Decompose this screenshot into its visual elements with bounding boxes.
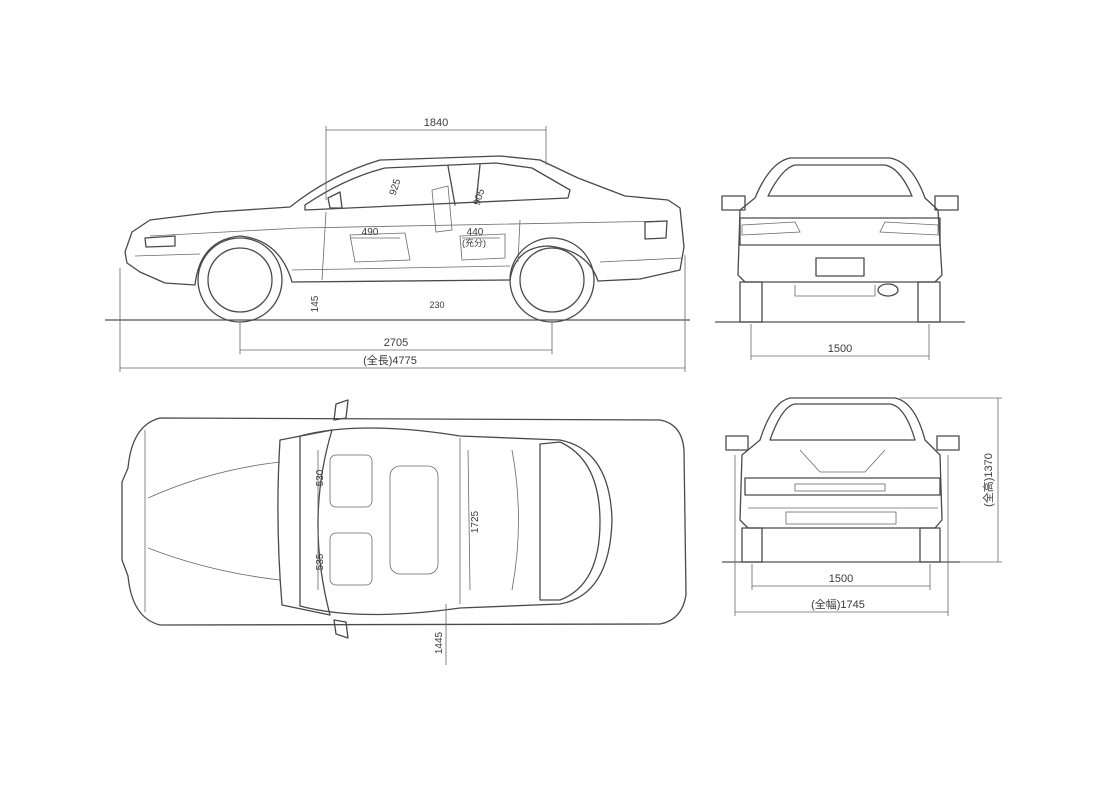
front-left-mirror xyxy=(725,435,749,451)
dim-front-seat-width: 490 xyxy=(362,227,379,238)
rear-left-taillight xyxy=(741,221,801,236)
dim-front-shoulder: 530 xyxy=(315,469,326,486)
side-b-pillar xyxy=(447,165,456,206)
side-front-door-edge xyxy=(321,211,327,281)
top-rear-seat-line xyxy=(511,449,519,591)
dim-rear-track: 1500 xyxy=(828,343,852,355)
rear-right-mirror xyxy=(934,195,959,211)
front-windshield xyxy=(769,403,916,441)
top-hood-line-upper xyxy=(147,461,281,499)
dim-rear-seat-width: 440 xyxy=(467,227,484,238)
top-front-left-seat xyxy=(329,454,373,508)
side-c-pillar xyxy=(475,164,481,204)
dim-front-headroom: 925 xyxy=(388,177,404,197)
front-view: 1500 (全幅)1745 (全高)1370 xyxy=(722,397,1002,616)
front-hood-line xyxy=(799,449,886,473)
front-right-mirror xyxy=(936,435,960,451)
rear-left-mirror xyxy=(721,195,746,211)
top-right-mirror xyxy=(333,619,349,639)
dim-wheelbase: 2705 xyxy=(384,337,408,349)
rear-lamp-panel xyxy=(739,217,941,246)
rear-window xyxy=(767,164,913,197)
rear-right-tire xyxy=(917,281,941,323)
front-body-outline xyxy=(739,397,943,529)
side-front-seat xyxy=(349,232,411,263)
rear-seat-note: (充分) xyxy=(462,237,486,248)
side-front-seatback xyxy=(431,185,453,233)
top-hood-line-lower xyxy=(147,547,281,581)
dim-ground-clearance: 145 xyxy=(310,295,321,312)
top-left-mirror xyxy=(333,399,349,421)
side-rear-seat xyxy=(459,233,506,261)
side-rocker-line xyxy=(291,265,511,271)
dim-roof-length: 1840 xyxy=(424,117,448,129)
front-right-tire xyxy=(919,527,941,563)
dim-bottom-mark: 1445 xyxy=(434,631,445,654)
top-cabin-outline xyxy=(299,427,613,616)
side-rear-rim xyxy=(519,247,585,313)
front-headlight-bar xyxy=(744,477,941,496)
rear-exhaust xyxy=(877,283,899,297)
side-window-outline xyxy=(304,162,571,211)
top-body-outline xyxy=(121,417,687,626)
dim-interior-length: 1725 xyxy=(470,510,481,533)
rear-left-tire xyxy=(739,281,763,323)
top-windshield xyxy=(277,429,333,616)
side-headlight xyxy=(144,235,176,248)
front-grille xyxy=(794,483,886,492)
side-front-bumper-line xyxy=(134,253,201,257)
side-front-tire xyxy=(197,237,283,323)
side-taillight xyxy=(644,220,668,240)
side-front-rim xyxy=(207,247,273,313)
dim-overall-length: (全長)4775 xyxy=(363,353,417,367)
side-view: 1840 925 905 490 440 (充分) 145 230 2705 (… xyxy=(105,117,690,372)
top-sunroof xyxy=(389,465,439,575)
side-body-outline xyxy=(124,155,685,286)
rear-view: 1500 xyxy=(715,157,965,360)
rear-license-plate xyxy=(815,257,865,277)
dim-rear-shoulder: 535 xyxy=(315,553,326,570)
dim-front-track: 1500 xyxy=(829,573,853,585)
top-rear-window xyxy=(539,441,601,601)
dim-overall-height: (全高)1370 xyxy=(981,453,995,507)
dim-floor-mark: 230 xyxy=(429,300,444,310)
rear-body-outline xyxy=(737,157,943,283)
front-left-tire xyxy=(741,527,763,563)
front-air-intake xyxy=(785,511,897,525)
dim-rear-headroom: 905 xyxy=(472,187,488,207)
rear-right-taillight xyxy=(879,221,939,236)
side-rear-tire xyxy=(509,237,595,323)
rear-valance xyxy=(794,285,876,297)
top-b-pillar-line xyxy=(467,449,471,591)
side-belt-line xyxy=(149,220,669,237)
side-mirror xyxy=(327,191,343,209)
top-view: 530 535 1725 1445 xyxy=(121,399,687,665)
top-front-right-seat xyxy=(329,532,373,586)
dim-overall-width: (全幅)1745 xyxy=(811,597,865,611)
side-rear-bumper-line xyxy=(599,257,683,263)
